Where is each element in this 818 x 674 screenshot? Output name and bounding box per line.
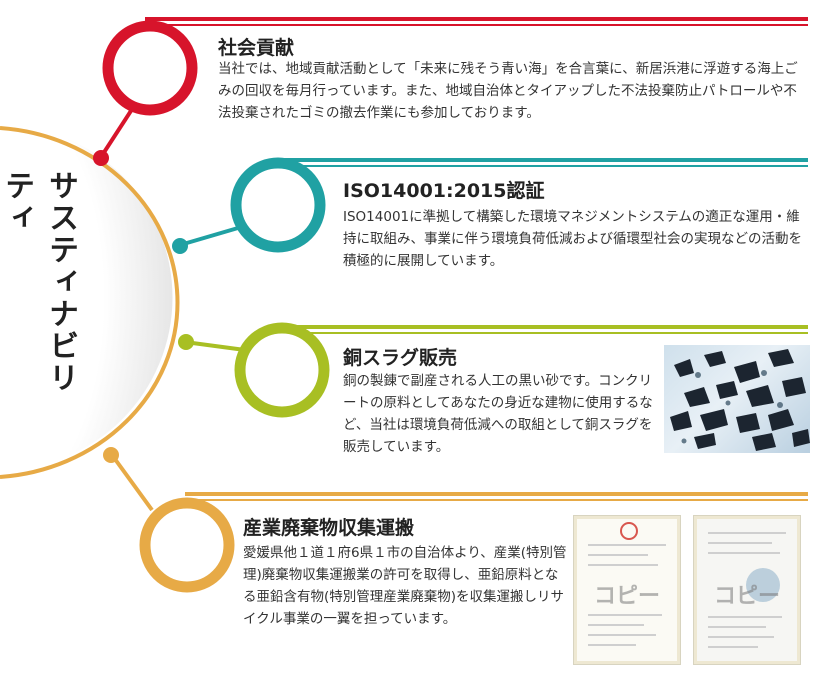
section-title-slag: 銅スラグ販売 xyxy=(343,347,458,369)
certificate-thumbnail-2: コピー xyxy=(693,515,801,665)
ring-red xyxy=(102,20,198,116)
ring-olive xyxy=(234,322,330,418)
center-backdrop xyxy=(0,125,173,470)
stripe-olive xyxy=(280,325,808,334)
watermark-circle xyxy=(746,568,780,602)
connector-orange xyxy=(110,453,154,512)
copper-slag-photo xyxy=(664,345,810,453)
copy-watermark: コピー xyxy=(593,584,660,609)
ring-orange xyxy=(139,497,235,593)
section-body-iso: ISO14001に準拠して構築した環境マネジメントシステムの適正な運用・維持に取… xyxy=(343,209,802,269)
seal-icon xyxy=(620,522,638,540)
ring-teal xyxy=(230,157,326,253)
section-title-social: 社会貢献 xyxy=(218,37,295,59)
section-title-iso: ISO14001:2015認証 xyxy=(343,180,545,202)
dot-teal xyxy=(172,238,188,254)
certificate-thumbnail-1: コピー xyxy=(573,515,681,665)
section-body-waste: 愛媛県他１道１府6県１市の自治体より、産業(特別管理)廃棄物収集運搬業の許可を取… xyxy=(243,545,567,627)
center-label: サスティナビリティ xyxy=(0,170,78,394)
dot-red xyxy=(93,150,109,166)
stripe-red xyxy=(145,17,808,26)
section-body-social: 当社では、地域貢献活動として「未来に残そう青い海」を合言葉に、新居浜港に浮遊する… xyxy=(218,61,798,121)
dot-orange xyxy=(103,447,119,463)
connector-olive xyxy=(184,340,246,352)
section-title-waste: 産業廃棄物収集運搬 xyxy=(243,517,415,539)
section-body-slag: 銅の製錬で副産される人工の黒い砂です。コンクリートの原料としてあなたの身近な建物… xyxy=(343,373,653,455)
connector-teal xyxy=(179,226,239,247)
stripe-orange xyxy=(185,492,808,501)
dot-olive xyxy=(178,334,194,350)
main-arc xyxy=(0,126,180,479)
copy-watermark: コピー xyxy=(713,584,780,609)
stripe-teal xyxy=(275,158,808,167)
